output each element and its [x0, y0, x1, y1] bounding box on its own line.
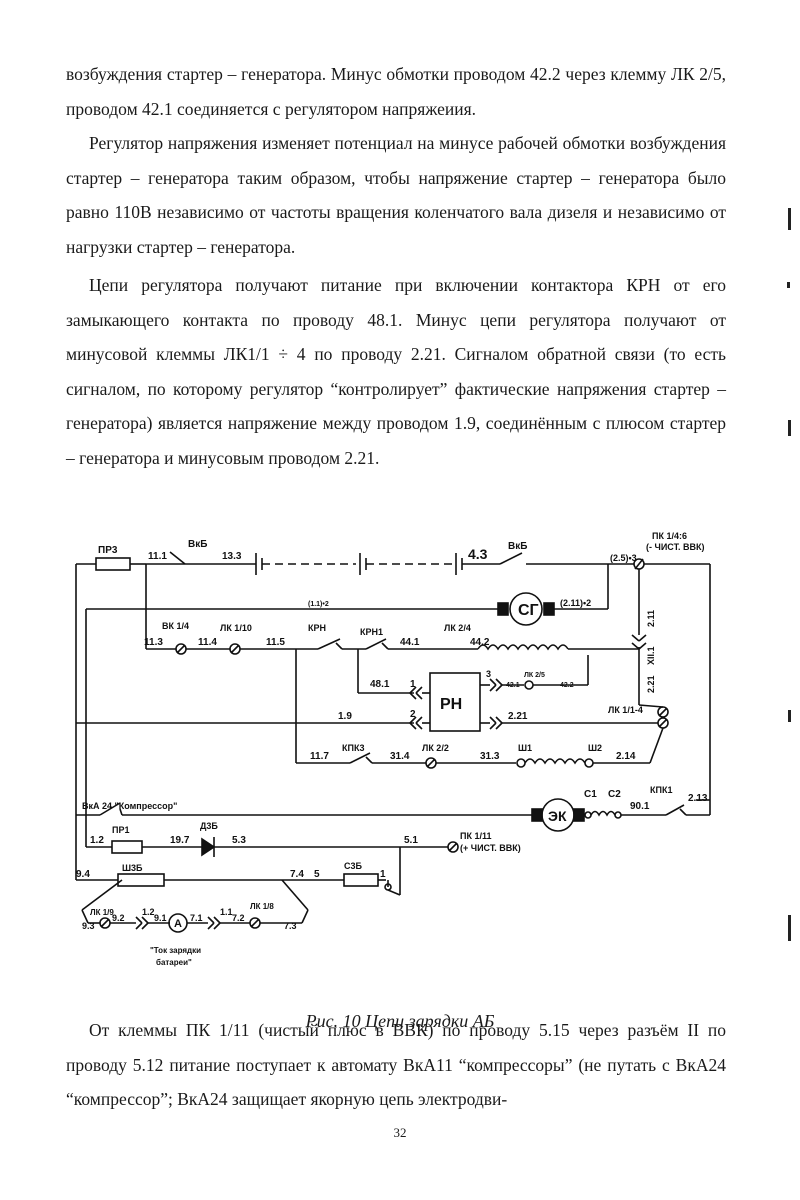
label-pin-2: 2 — [410, 709, 416, 720]
label-dzb: Д3Б — [200, 821, 218, 831]
label-pin-3: 3 — [486, 669, 491, 679]
right-edge-mark — [788, 915, 791, 941]
label-1-1x2: (1.1)•2 — [308, 601, 329, 608]
label-lk11-4: ЛК 1/1-4 — [608, 705, 643, 715]
label-31-4: 31.4 — [390, 751, 410, 762]
label-7-3: 7.3 — [284, 921, 297, 931]
label-1-9: 1.9 — [338, 711, 352, 722]
label-shzb: Ш3Б — [122, 863, 143, 873]
label-charge-current-1: "Ток зарядки — [150, 946, 201, 955]
right-edge-mark — [788, 208, 791, 230]
label-lk18: ЛК 1/8 — [250, 902, 274, 911]
label-2-21-v: 2.21 — [646, 675, 656, 693]
label-44-1: 44.1 — [400, 637, 420, 648]
label-krn: КРН — [308, 623, 326, 633]
label-2-5x3: (2.5)•3 — [610, 553, 637, 563]
label-2-21: 2.21 — [508, 711, 528, 722]
label-13-3: 13.3 — [222, 551, 242, 562]
label-42-2: 42.2 — [560, 682, 574, 689]
label-2-13: 2.13 — [688, 793, 708, 804]
label-pk111-plus: (+ ЧИСТ. ВВК) — [460, 843, 521, 853]
label-90-1: 90.1 — [630, 801, 650, 812]
label-pk14-6: ПК 1/4:6 — [652, 531, 687, 541]
label-sg: СГ — [518, 602, 539, 619]
label-7-4: 7.4 — [290, 869, 304, 880]
label-9-2: 9.2 — [112, 913, 125, 923]
label-charge-current-2: батареи" — [156, 958, 192, 967]
label-5-1: 5.1 — [404, 835, 418, 846]
charging-circuit-diagram: ПР3 11.1 ВкБ 13.3 4.3 ВкБ ПК 1/4:6 (- ЧИ… — [75, 531, 711, 967]
label-7-2: 7.2 — [232, 913, 245, 923]
label-2-11x2: (2.11)•2 — [560, 598, 591, 608]
label-pin-5: 5 — [314, 869, 320, 880]
label-11-4: 11.4 — [198, 637, 217, 648]
paragraph-3: Цепи регулятора получают питание при вкл… — [66, 275, 726, 468]
label-pr3: ПР3 — [98, 545, 118, 556]
right-edge-mark — [788, 710, 791, 722]
label-kpk1: КПК1 — [650, 785, 672, 795]
label-vkb-right: ВкБ — [508, 541, 527, 552]
label-31-3: 31.3 — [480, 751, 500, 762]
label-lk110: ЛК 1/10 — [220, 623, 252, 633]
label-c2: С2 — [608, 789, 621, 800]
label-sh2: Ш2 — [588, 743, 602, 753]
right-edge-mark — [788, 420, 791, 436]
label-42-1: 42.1 — [506, 682, 520, 689]
label-vk14: ВК 1/4 — [162, 621, 189, 631]
label-pr1: ПР1 — [112, 825, 129, 835]
label-krn1: КРН1 — [360, 627, 383, 637]
label-kpk3: КПК3 — [342, 743, 364, 753]
paragraph-2: Регулятор напряжения изменяет потенциал … — [66, 133, 726, 257]
label-1-2: 1.2 — [90, 835, 104, 846]
label-1-2b: 1.2 — [142, 907, 155, 917]
label-11-3: 11.3 — [144, 637, 163, 648]
label-pk111: ПК 1/11 — [460, 831, 491, 841]
label-c1: С1 — [584, 789, 597, 800]
label-vkb-left: ВкБ — [188, 539, 207, 550]
label-lk24: ЛК 2/4 — [444, 623, 471, 633]
label-5-3: 5.3 — [232, 835, 246, 846]
paragraph-4: От клеммы ПК 1/11 (чистый плюс в ВВК) по… — [66, 1020, 726, 1109]
label-szb: С3Б — [344, 861, 363, 871]
ammeter-icon: A — [174, 918, 182, 930]
label-11-7: 11.7 — [310, 751, 329, 762]
label-pk14-6-minus: (- ЧИСТ. ВВК) — [646, 542, 705, 552]
page-number: 32 — [393, 1125, 407, 1140]
label-19-7: 19.7 — [170, 835, 190, 846]
label-1-1: 1.1 — [220, 907, 233, 917]
label-9-3: 9.3 — [82, 921, 95, 931]
label-11-5: 11.5 — [266, 637, 285, 648]
label-pin-1: 1 — [410, 679, 416, 690]
label-vka24: ВкА 24 "Компрессор" — [82, 801, 177, 811]
paragraph-1: возбуждения стартер – генератора. Минус … — [66, 64, 726, 119]
label-ek: ЭК — [548, 808, 567, 824]
figure-caption: Рис. 10 Цепи зарядки АБ — [305, 1011, 495, 1031]
label-2-11-v: 2.11 — [646, 610, 656, 627]
label-xii1: XII.1 — [646, 646, 656, 665]
label-lk25: ЛК 2/5 — [524, 672, 545, 679]
label-9-4: 9.4 — [76, 869, 90, 880]
right-edge-mark — [787, 282, 790, 288]
label-rn: РН — [440, 696, 462, 713]
label-44-2: 44.2 — [470, 637, 490, 648]
label-48-1: 48.1 — [370, 679, 390, 690]
label-lk19: ЛК 1/9 — [90, 908, 114, 917]
label-4-3: 4.3 — [468, 546, 488, 562]
label-7-1: 7.1 — [190, 913, 203, 923]
label-pin-1b: 1 — [380, 869, 386, 880]
label-sh1: Ш1 — [518, 743, 532, 753]
label-9-1: 9.1 — [154, 913, 167, 923]
label-lk22: ЛК 2/2 — [422, 743, 449, 753]
label-11-1: 11.1 — [148, 551, 167, 562]
label-2-14: 2.14 — [616, 751, 636, 762]
